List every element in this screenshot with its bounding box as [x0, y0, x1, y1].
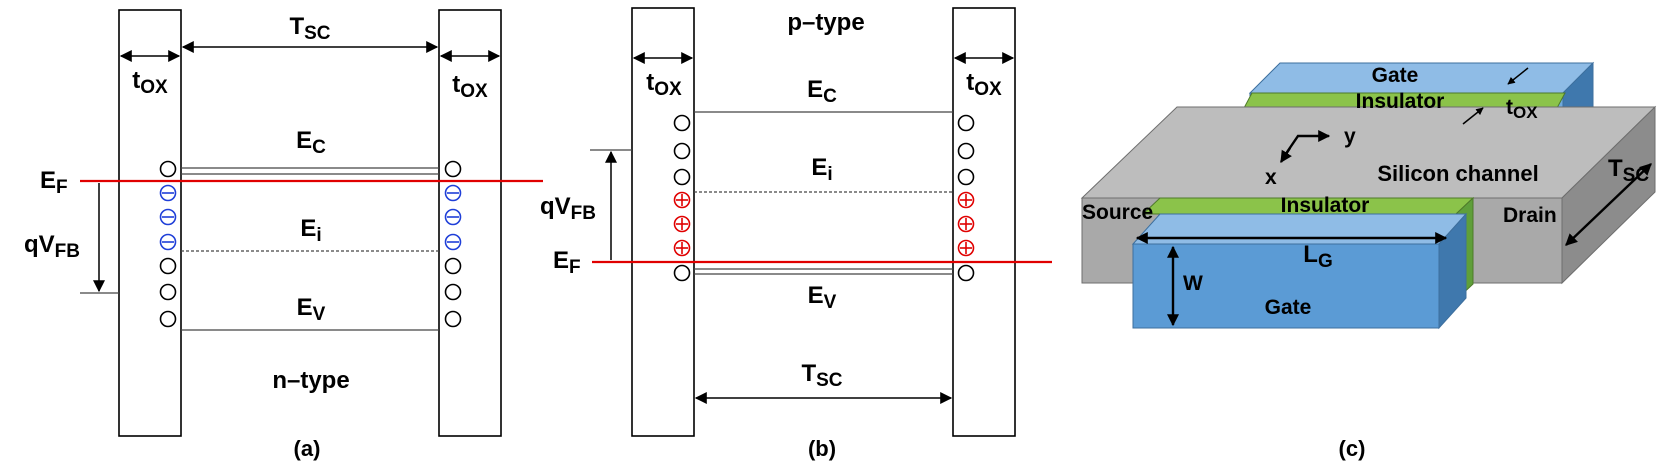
trap-empty [444, 283, 462, 301]
trap-electron [444, 208, 462, 226]
trap-empty [444, 257, 462, 275]
x-axis-arrow [1279, 147, 1292, 164]
trap-electron [444, 184, 462, 202]
trap-empty [444, 160, 462, 178]
trap-empty [957, 264, 975, 282]
trap-hole [673, 239, 691, 257]
channel-top-face [1080, 106, 1657, 199]
trap-empty [159, 310, 177, 328]
doping-label: n–type [272, 367, 349, 394]
trap-hole [957, 239, 975, 257]
qvfb-label: qVFB [540, 193, 596, 224]
panel-a: TSC tOX tOX EC EF Ei EV qVFB [24, 9, 543, 461]
qvfb-label: qVFB [24, 231, 80, 262]
right-trap-column [444, 160, 462, 328]
insulator-front-label: Insulator [1281, 194, 1370, 217]
trap-empty [444, 310, 462, 328]
tox-right-label: tOX [966, 69, 1002, 100]
ev-label: EV [808, 282, 837, 313]
front-gate-top-face [1131, 213, 1468, 245]
trap-empty [957, 114, 975, 132]
axis-indicator: y x [1265, 125, 1356, 189]
doping-label: p–type [787, 9, 864, 36]
trap-electron [159, 184, 177, 202]
tsc-label: TSC [289, 13, 330, 44]
panel-c-label: (c) [1339, 436, 1366, 461]
y-axis-label: y [1344, 125, 1356, 148]
ec-label: EC [807, 76, 837, 107]
tox-left-label: tOX [132, 67, 168, 98]
insulator-top-label: Insulator [1356, 90, 1445, 113]
trap-electron [444, 233, 462, 251]
tox-left-label: tOX [646, 69, 682, 100]
tox-right-label: tOX [452, 71, 488, 102]
trap-electron [159, 233, 177, 251]
tsc-arrow [1565, 163, 1652, 246]
tox-arrow-bottom [1462, 107, 1484, 125]
trap-empty [673, 114, 691, 132]
trap-empty [673, 142, 691, 160]
gate-front-label: Gate [1265, 296, 1312, 319]
gate-top-label: Gate [1372, 64, 1419, 87]
left-trap-column [673, 114, 691, 282]
source-label: Source [1082, 201, 1153, 224]
ei-label: Ei [300, 215, 321, 246]
front-gate-front-face [1132, 243, 1440, 329]
panel-b: p–type tOX tOX EC Ei EF EV qVFB [540, 7, 1052, 461]
trap-hole [673, 191, 691, 209]
trap-empty [673, 264, 691, 282]
trap-hole [957, 191, 975, 209]
ei-label: Ei [811, 154, 832, 185]
ev-label: EV [297, 294, 326, 325]
tsc-label: TSC [1608, 155, 1649, 186]
trap-empty [159, 257, 177, 275]
x-axis-label: x [1265, 166, 1277, 189]
trap-hole [957, 215, 975, 233]
trap-empty [159, 283, 177, 301]
trap-hole [673, 215, 691, 233]
tox-arrow-top [1507, 67, 1529, 85]
trap-empty [957, 142, 975, 160]
trap-electron [159, 208, 177, 226]
lg-label: LG [1303, 241, 1332, 272]
ef-label: EF [40, 167, 68, 198]
right-trap-column [957, 114, 975, 282]
trap-empty [957, 168, 975, 186]
trap-empty [159, 160, 177, 178]
tox-label: tOX [1506, 96, 1538, 122]
w-label: W [1183, 272, 1203, 295]
panel-c: Gate Insulator tOX y x Silicon channel T… [1080, 61, 1657, 461]
tsc-label: TSC [801, 360, 842, 391]
channel-label: Silicon channel [1377, 161, 1538, 186]
ec-label: EC [296, 127, 326, 158]
ef-label: EF [553, 247, 581, 278]
left-trap-column [159, 160, 177, 328]
trap-empty [673, 168, 691, 186]
drain-label: Drain [1503, 204, 1557, 227]
back-gate-top-face [1248, 62, 1595, 94]
panel-a-label: (a) [294, 436, 321, 461]
panel-b-label: (b) [808, 436, 836, 461]
